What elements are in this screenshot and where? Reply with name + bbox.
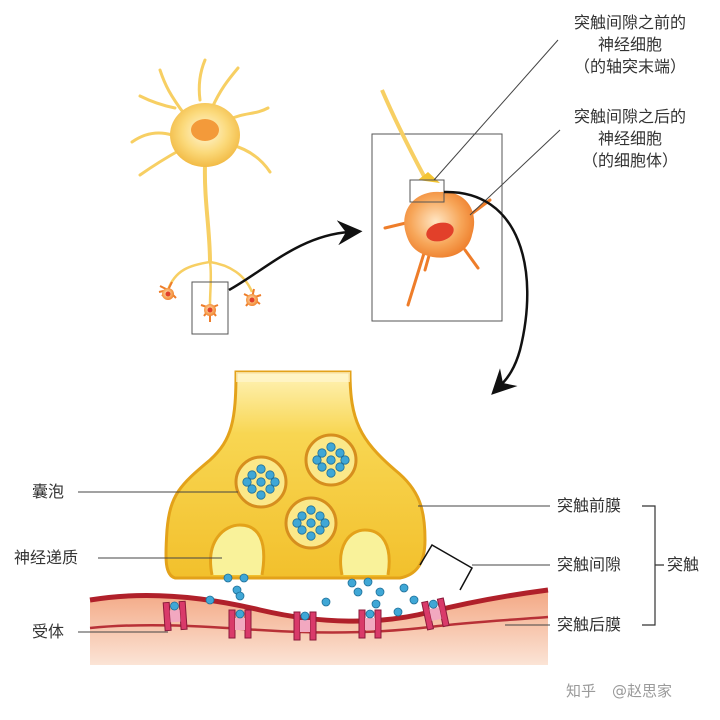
- neurotransmitter-molecule: [321, 597, 331, 607]
- neurotransmitter-molecule: [170, 601, 179, 611]
- receptor-5: [421, 597, 450, 631]
- neurotransmitter-molecule: [347, 578, 357, 588]
- neurotransmitter-molecule: [326, 468, 336, 478]
- neurotransmitter-molecule: [235, 609, 245, 619]
- label-pre-neuron-line1: 突触间隙之前的: [573, 13, 686, 32]
- neurotransmitter-molecule: [256, 464, 266, 474]
- label-presynaptic-membrane: 突触前膜: [557, 496, 622, 515]
- neurotransmitter-molecule: [270, 477, 280, 487]
- neurotransmitter-molecule: [365, 609, 375, 619]
- label-vesicle: 囊泡: [32, 482, 65, 501]
- neurotransmitter-molecule: [428, 599, 438, 609]
- postsynaptic-membrane-line: [89, 587, 549, 624]
- neurotransmitter-molecule: [306, 531, 316, 541]
- neurotransmitter-molecule: [326, 455, 336, 465]
- postsynaptic-cell-body: [383, 191, 492, 307]
- neurotransmitter-molecule: [399, 583, 409, 593]
- neurotransmitter-molecule: [205, 595, 215, 605]
- receptor-group: [162, 597, 450, 641]
- zoom-arrow-1: [228, 220, 363, 292]
- zoom-box-small: [191, 281, 229, 335]
- neurotransmitter-molecule: [315, 525, 325, 535]
- neurotransmitter-molecule: [375, 587, 385, 597]
- synapse-bracket: [642, 505, 664, 626]
- neurotransmitter-molecule: [297, 525, 307, 535]
- neurotransmitter-molecule: [320, 518, 330, 528]
- neurotransmitter-molecule: [256, 477, 266, 487]
- label-post-neuron-line3: （的细胞体）: [581, 151, 678, 170]
- cleft-bracket: [419, 543, 474, 591]
- neurotransmitter-group: [205, 573, 419, 617]
- neurotransmitter-molecule: [335, 462, 345, 472]
- neurotransmitter-molecule: [242, 477, 252, 487]
- label-receptor: 受体: [32, 622, 65, 641]
- label-postsynaptic-membrane: 突触后膜: [557, 615, 622, 634]
- neurotransmitter-molecule: [306, 518, 316, 528]
- neurotransmitter-molecule: [409, 595, 419, 605]
- receptor-2: [228, 609, 252, 639]
- neurotransmitter-molecule: [223, 573, 233, 583]
- receptor-4: [358, 609, 382, 639]
- neurotransmitter-molecule: [312, 455, 322, 465]
- watermark-author: @赵思家: [612, 682, 673, 700]
- vesicle-2: [234, 455, 288, 509]
- fusing-vesicle-right: [339, 528, 391, 576]
- neurotransmitter-molecule: [317, 448, 327, 458]
- label-post-neuron-line1: 突触间隙之后的: [573, 107, 686, 126]
- target-neuron-right: [243, 288, 262, 307]
- vesicle-1: [304, 433, 358, 487]
- neurotransmitter-molecule: [300, 611, 310, 621]
- vesicle-3: [284, 496, 338, 550]
- neurotransmitter-molecule: [265, 470, 275, 480]
- leader-pre-neuron: [433, 39, 559, 181]
- target-neuron-middle: [200, 304, 219, 322]
- receptor-3: [293, 611, 317, 641]
- zoom-panel: [371, 89, 503, 322]
- fusing-vesicle-left: [209, 523, 266, 576]
- neurotransmitter-molecule: [292, 518, 302, 528]
- neurotransmitter-molecule: [363, 577, 373, 587]
- neurotransmitter-molecule: [256, 490, 266, 500]
- neurotransmitter-molecule: [235, 591, 245, 601]
- target-neuron-left: [158, 281, 177, 300]
- label-synapse: 突触: [667, 555, 700, 574]
- neurotransmitter-molecule: [315, 511, 325, 521]
- neurotransmitter-molecule: [326, 442, 336, 452]
- label-pre-neuron: 突触间隙之前的 神经细胞 （的轴突末端）: [560, 12, 700, 78]
- neurotransmitter-molecule: [393, 607, 403, 617]
- neurotransmitter-molecule: [297, 511, 307, 521]
- neurotransmitter-molecule: [247, 470, 257, 480]
- neurotransmitter-molecule: [353, 587, 363, 597]
- label-pre-neuron-line2: 神经细胞: [597, 35, 662, 54]
- receptor-1: [162, 600, 188, 632]
- presynaptic-neuron: [130, 58, 272, 335]
- label-synaptic-cleft: 突触间隙: [557, 555, 622, 574]
- neurotransmitter-molecule: [371, 599, 381, 609]
- neurotransmitter-molecule: [239, 573, 249, 583]
- neurotransmitter-molecule: [247, 484, 257, 494]
- neurotransmitter-molecule: [340, 455, 350, 465]
- neuron-nucleus: [191, 119, 219, 141]
- label-pre-neuron-line3: （的轴突末端）: [573, 57, 686, 76]
- neurotransmitter-molecule: [335, 448, 345, 458]
- label-neurotransmitter: 神经递质: [14, 548, 79, 567]
- neurotransmitter-molecule: [317, 462, 327, 472]
- zoom-arrow-2: [443, 190, 529, 395]
- incoming-axon: [380, 89, 427, 179]
- label-post-neuron-line2: 神经细胞: [597, 129, 662, 148]
- vesicle-group: [225, 433, 377, 565]
- neurotransmitter-molecule: [265, 484, 275, 494]
- neurotransmitter-molecule: [306, 505, 316, 515]
- postsynaptic-region: [89, 587, 549, 665]
- label-post-neuron: 突触间隙之后的 神经细胞 （的细胞体）: [560, 106, 700, 172]
- watermark-site: 知乎: [566, 682, 597, 700]
